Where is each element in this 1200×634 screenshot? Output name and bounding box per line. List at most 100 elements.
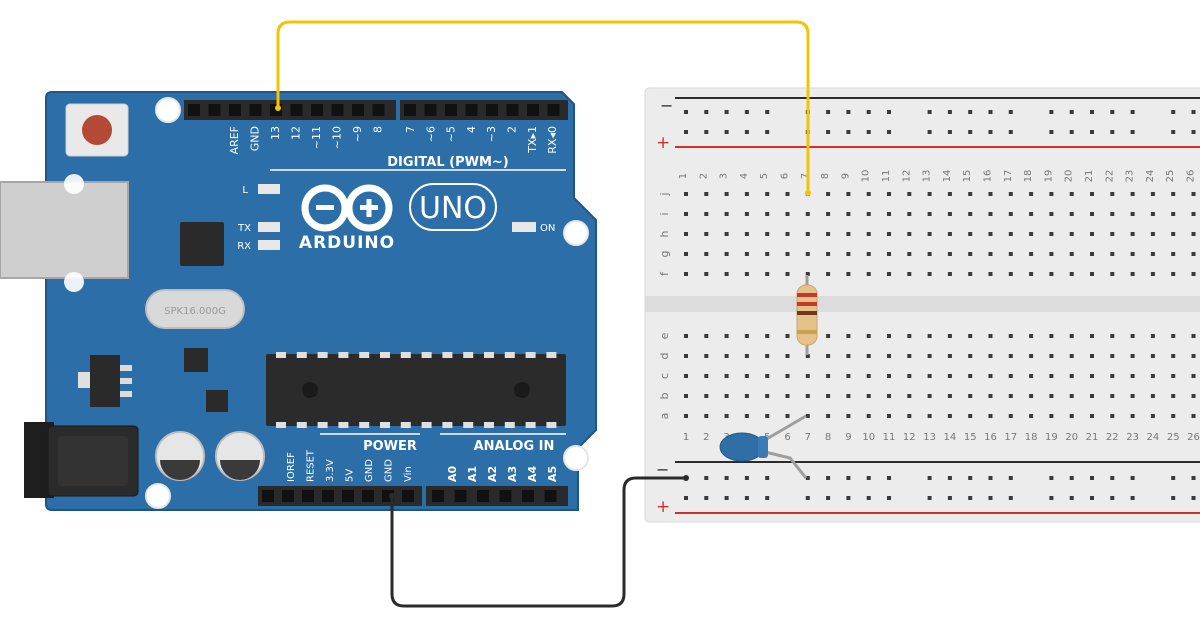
- rail-hole: [704, 110, 709, 114]
- breadboard-hole: [1029, 374, 1034, 378]
- breadboard-hole: [684, 232, 688, 236]
- breadboard-hole: [826, 414, 831, 418]
- rail-label-top-minus: −: [660, 96, 673, 115]
- rail-hole: [1191, 110, 1196, 114]
- breadboard-hole: [1171, 414, 1176, 418]
- breadboard-hole: [866, 394, 871, 398]
- header-socket: [506, 104, 519, 116]
- logo-minus: [316, 205, 334, 210]
- rail-hole: [744, 476, 749, 480]
- breadboard-hole: [785, 192, 790, 196]
- breadboard-hole: [846, 252, 851, 256]
- chip-pin: [338, 422, 349, 428]
- breadboard-hole: [1029, 334, 1034, 338]
- rail-hole: [1191, 496, 1196, 500]
- rail-hole: [1090, 130, 1094, 134]
- logo-ring-left: [301, 184, 349, 232]
- rail-hole: [765, 130, 770, 134]
- breadboard-hole: [1049, 212, 1054, 216]
- breadboard-hole: [887, 414, 891, 418]
- column-number-top: 4: [739, 173, 750, 179]
- pin-label-13: 13: [269, 126, 282, 140]
- wire-gnd[interactable]: [390, 476, 688, 608]
- header-socket: [465, 104, 478, 116]
- breadboard-hole: [927, 414, 932, 418]
- header-socket: [342, 490, 354, 502]
- breadboard-hole: [724, 232, 729, 236]
- chip-notch: [302, 382, 318, 398]
- breadboard-hole: [1069, 212, 1074, 216]
- column-number-top: 10: [861, 170, 872, 183]
- breadboard-hole: [744, 334, 749, 338]
- arduino-uno-board[interactable]: SPK16.000G ARDUINO UNO L: [0, 91, 597, 511]
- reset-button-cap[interactable]: [82, 115, 112, 145]
- column-number-bottom: 22: [1106, 432, 1119, 443]
- rail-hole: [826, 130, 831, 134]
- breadboard-hole: [1049, 334, 1054, 338]
- analog-pin-labels: A0 A1 A2 A3 A4 A5: [446, 465, 559, 482]
- breadboard-hole: [1191, 232, 1196, 236]
- column-number-bottom: 8: [825, 432, 831, 443]
- resistor[interactable]: [796, 275, 818, 355]
- rail-hole: [1069, 110, 1074, 114]
- rail-hole: [765, 476, 770, 480]
- breadboard-hole: [887, 394, 891, 398]
- pin-label-10: ~10: [331, 126, 344, 149]
- digital-header-right: [400, 100, 568, 120]
- breadboard-hole: [988, 394, 993, 398]
- rail-hole: [927, 110, 932, 114]
- breadboard-hole: [704, 414, 709, 418]
- resistor-band-2: [797, 302, 817, 306]
- chip-pin: [504, 422, 515, 428]
- header-socket: [262, 490, 274, 502]
- breadboard-hole: [1191, 252, 1196, 256]
- breadboard-hole: [785, 374, 790, 378]
- row-label-d: d: [658, 353, 671, 360]
- mounting-hole: [64, 174, 84, 194]
- small-chip: [184, 348, 208, 372]
- analog-header-label: ANALOG IN: [474, 439, 555, 454]
- rail-hole: [826, 496, 831, 500]
- breadboard-hole: [1069, 252, 1074, 256]
- breadboard-hole: [826, 374, 831, 378]
- breadboard-hole: [1191, 212, 1196, 216]
- rail-hole: [887, 130, 891, 134]
- column-number-bottom: 18: [1025, 432, 1038, 443]
- breadboard-hole: [765, 374, 770, 378]
- breadboard-hole: [927, 252, 932, 256]
- rail-hole: [1069, 476, 1074, 480]
- breadboard-hole: [907, 272, 912, 276]
- breadboard-hole: [765, 232, 770, 236]
- chip-pin: [359, 352, 370, 358]
- pin-label-9: ~9: [351, 126, 364, 142]
- wire-pin13[interactable]: [276, 20, 810, 195]
- column-number-bottom: 20: [1065, 432, 1078, 443]
- header-socket: [188, 104, 200, 116]
- breadboard-hole: [988, 192, 993, 196]
- pin-label-a5: A5: [546, 466, 559, 482]
- breadboard-hole: [887, 252, 891, 256]
- led-anode-lead: [764, 414, 807, 442]
- breadboard-hole: [1008, 374, 1013, 378]
- breadboard-hole: [1171, 394, 1176, 398]
- breadboard-hole: [1110, 354, 1115, 358]
- breadboard-hole: [704, 272, 709, 276]
- breadboard-hole: [684, 212, 688, 216]
- breadboard-hole: [887, 354, 891, 358]
- breadboard-hole: [846, 232, 851, 236]
- breadboard-hole: [744, 374, 749, 378]
- breadboard-hole: [1191, 394, 1196, 398]
- breadboard-hole: [947, 212, 952, 216]
- breadboard-hole: [785, 334, 790, 338]
- led[interactable]: [719, 414, 808, 479]
- breadboard-hole: [1029, 192, 1034, 196]
- header-socket: [544, 490, 557, 502]
- breadboard-hole: [1171, 212, 1176, 216]
- rail-hole: [1171, 130, 1176, 134]
- led-tx: [258, 222, 280, 232]
- pin-label-6: ~6: [424, 126, 437, 142]
- breadboard-hole: [866, 212, 871, 216]
